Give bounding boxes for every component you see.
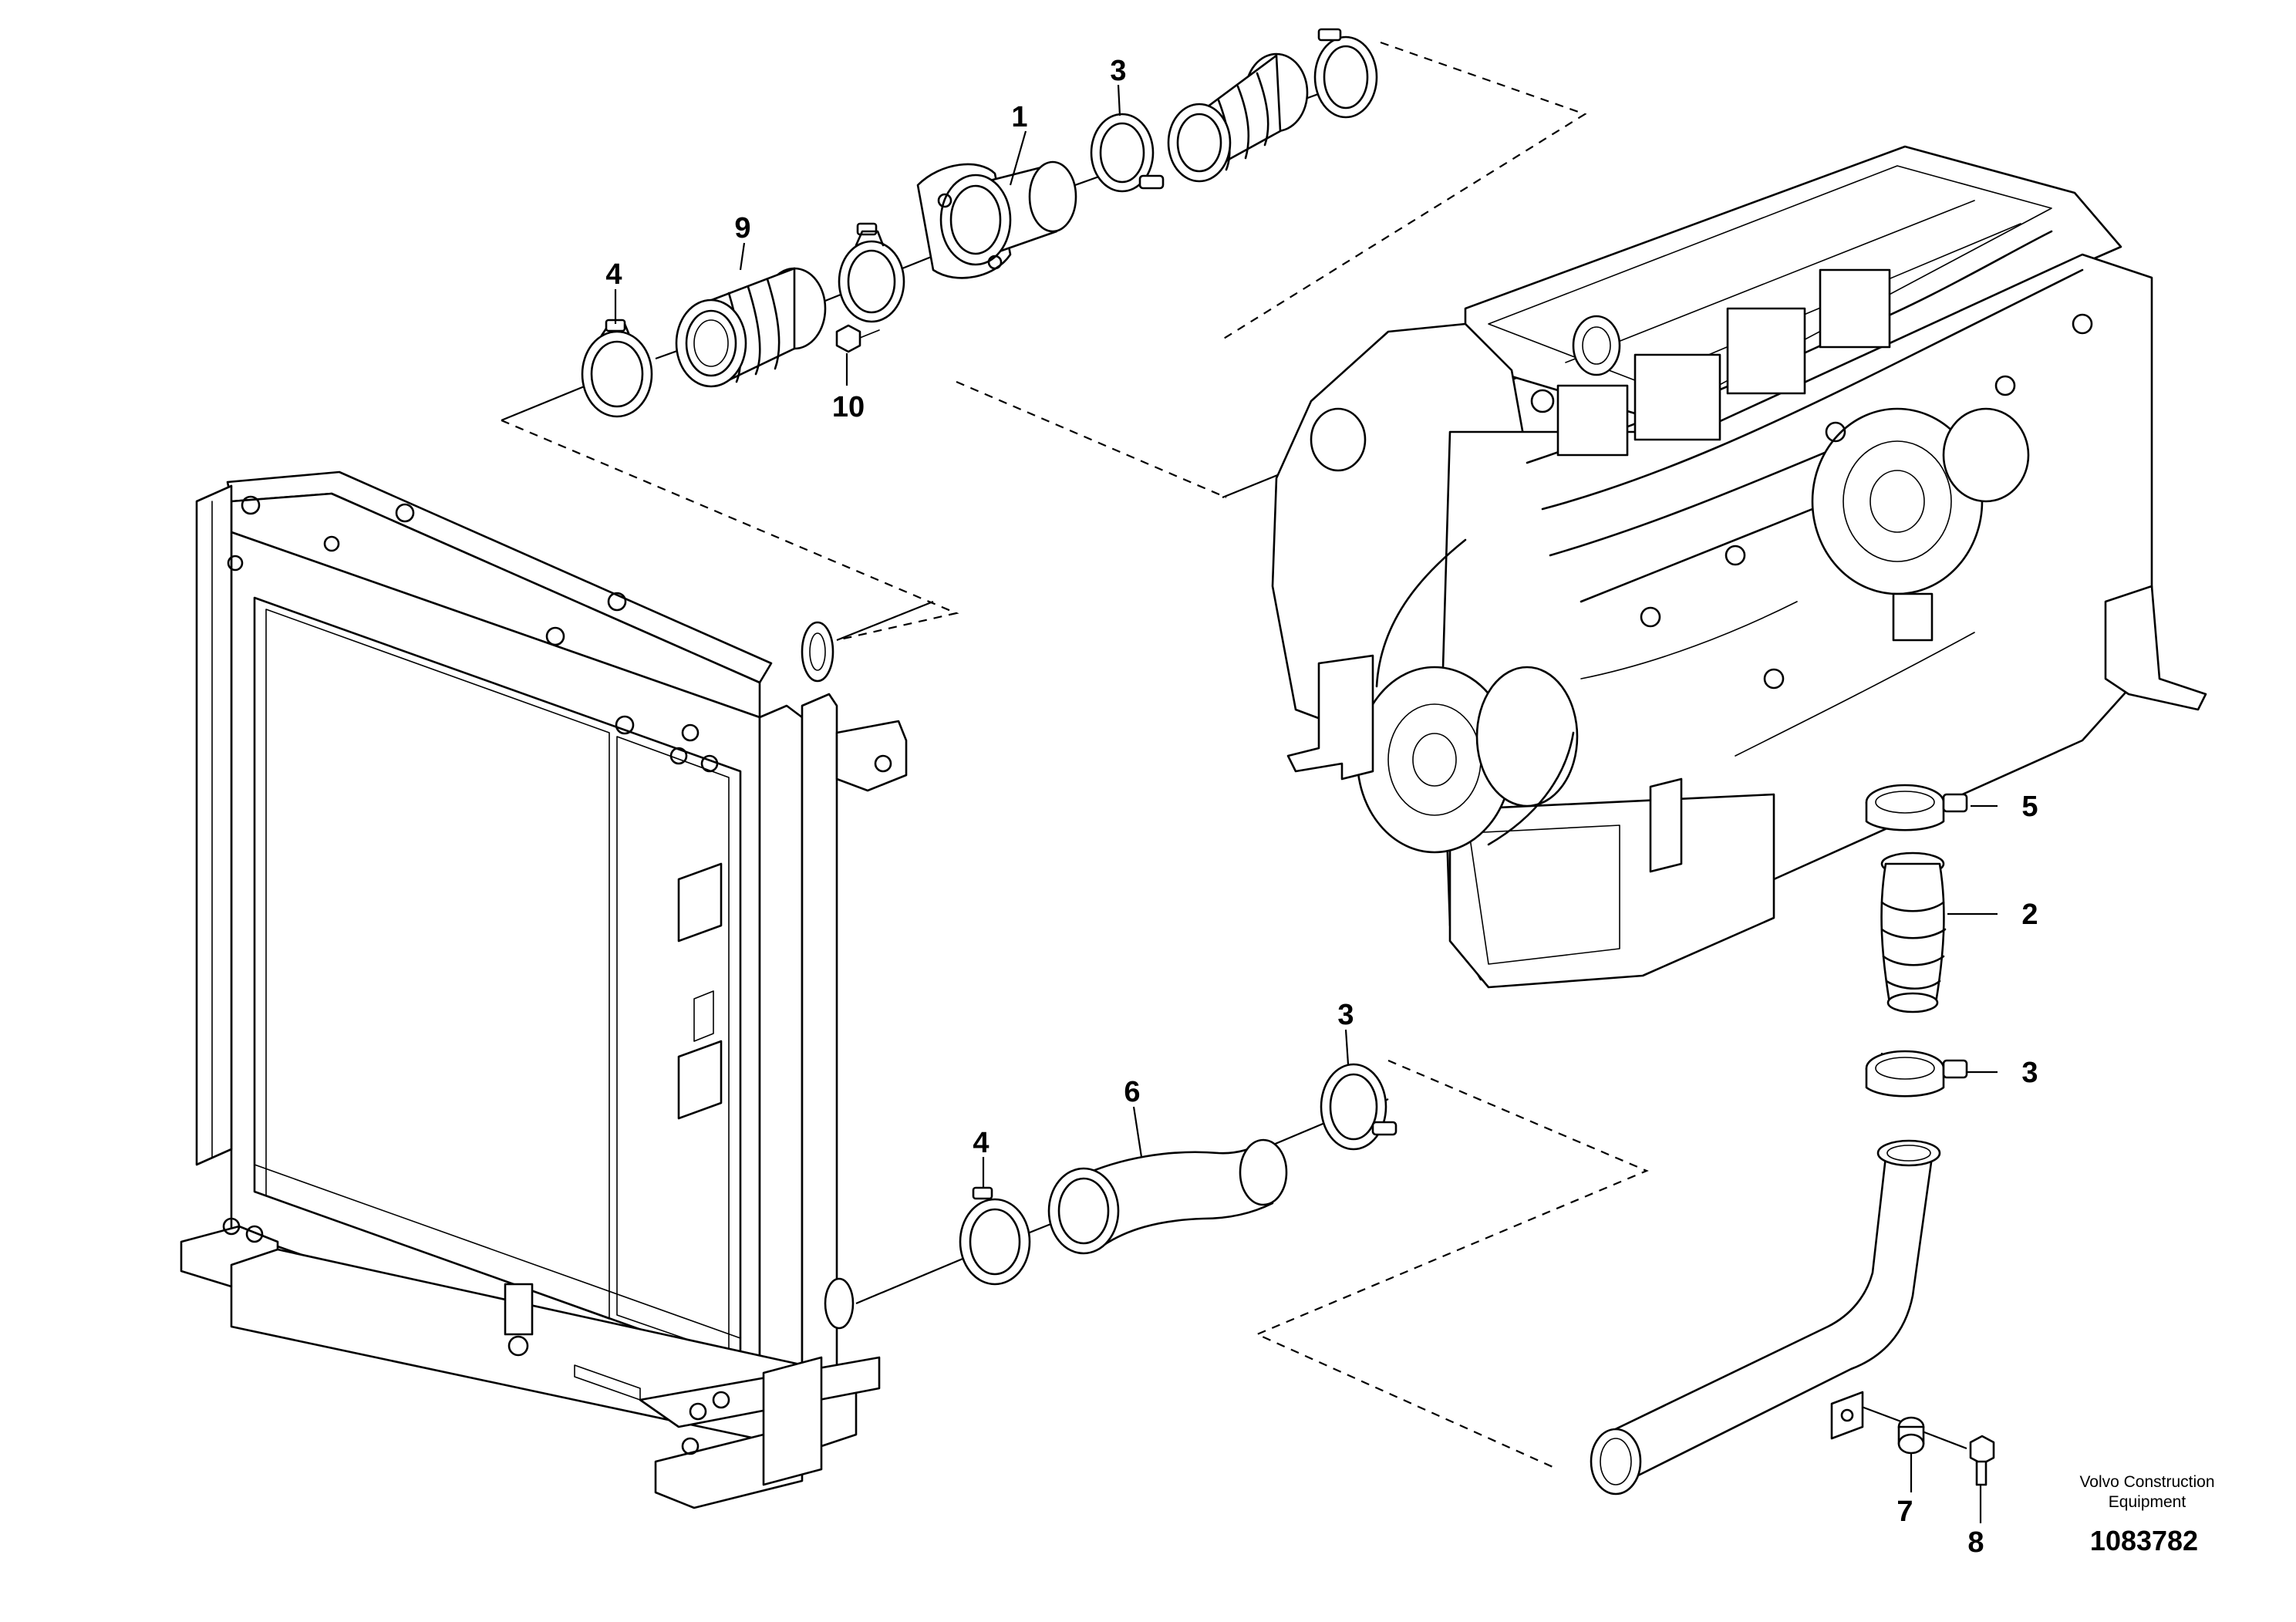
callout-7: 7 [1896, 1496, 1913, 1528]
hose-2 [1880, 851, 1947, 1013]
publisher-credit: Volvo Construction Equipment 1083782 [2079, 1473, 2214, 1556]
clamp-5 [1865, 784, 1968, 831]
callout-4-lower: 4 [973, 1127, 989, 1159]
callout-1: 1 [1011, 101, 1027, 133]
callout-numbers: 1 9 4 3 10 5 2 3 3 6 4 7 8 [605, 55, 2038, 1559]
clamp-3-lower [1320, 1063, 1397, 1151]
clamp-4-lower [959, 1186, 1031, 1286]
callout-8: 8 [1967, 1526, 1984, 1559]
callout-3-upper: 3 [1110, 55, 1126, 87]
spacer-7 [1897, 1416, 1925, 1455]
credit-line-1: Volvo Construction [2079, 1473, 2214, 1491]
callout-10: 10 [832, 391, 865, 423]
clamp-upper-middle [838, 222, 905, 323]
frame-bolts [222, 495, 730, 1455]
callout-3-vertical: 3 [2021, 1057, 2038, 1089]
callout-3-lower: 3 [1337, 999, 1354, 1031]
screw-10 [835, 324, 880, 353]
engine-block [1271, 145, 2207, 989]
lower-hose-assembly [959, 784, 1995, 1496]
bent-pipe [1590, 1139, 1941, 1496]
callout-9: 9 [734, 212, 750, 244]
bellows-hose-upper [1167, 52, 1309, 183]
tube-1 [916, 160, 1077, 279]
radiator-assembly [180, 470, 908, 1509]
clamp-3-upper [1090, 113, 1165, 193]
drawing-number: 1083782 [2090, 1525, 2198, 1556]
callout-4-upper: 4 [605, 258, 622, 291]
bellows-hose-9 [675, 267, 827, 388]
clamp-upper-right [1313, 28, 1378, 119]
credit-line-2: Equipment [2109, 1493, 2186, 1511]
clamp-3-vertical [1865, 1050, 1968, 1098]
callout-2: 2 [2021, 899, 2038, 931]
clamp-4-upper [581, 319, 653, 418]
hose-6 [1047, 1138, 1288, 1255]
upper-hose-assembly [581, 28, 1378, 418]
bolt-8 [1969, 1435, 1995, 1486]
callout-leaders [614, 84, 1998, 1523]
callout-6: 6 [1124, 1076, 1140, 1108]
callout-5: 5 [2021, 791, 2038, 823]
